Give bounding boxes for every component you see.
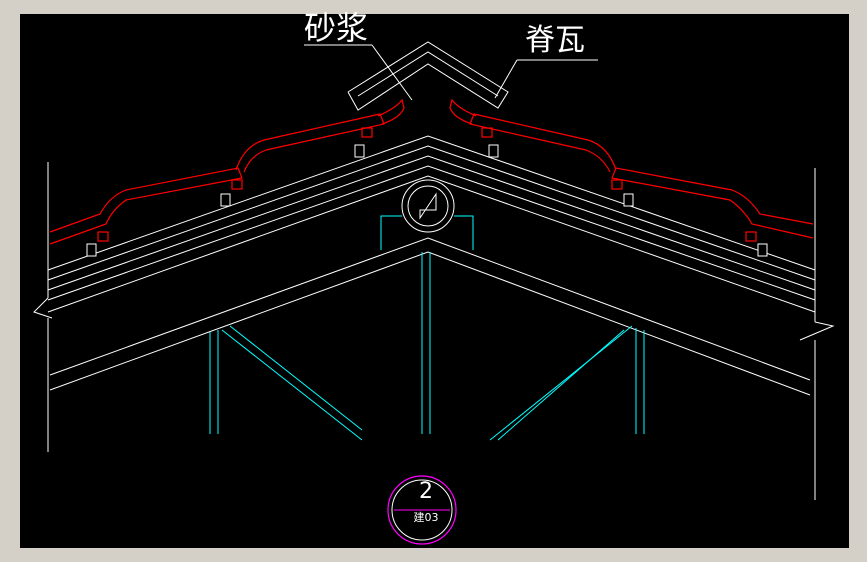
ridge-cap-tile xyxy=(347,41,509,111)
ridge-tile-leader-line xyxy=(494,59,518,99)
roof-ridge-section-drawing xyxy=(33,41,835,545)
detail-number: 2 xyxy=(419,479,433,504)
detail-marker xyxy=(387,475,457,545)
ridge-tile-label: 脊瓦 xyxy=(525,23,585,58)
battens xyxy=(86,144,768,257)
ridge-purlin xyxy=(401,179,455,233)
truss-members xyxy=(209,215,645,441)
mortar-leader-line xyxy=(371,44,413,101)
leader-lines xyxy=(304,44,598,101)
roof-tiles xyxy=(49,98,814,245)
tile-clip-right xyxy=(481,127,493,138)
cad-canvas[interactable]: 砂浆 脊瓦 2 建03 xyxy=(20,9,849,548)
tile-clip-left xyxy=(361,127,373,138)
roof-slope-layers xyxy=(47,135,816,396)
mortar-label: 砂浆 xyxy=(304,9,369,47)
side-walls xyxy=(33,162,835,500)
detail-sheet-ref: 建03 xyxy=(413,511,439,524)
